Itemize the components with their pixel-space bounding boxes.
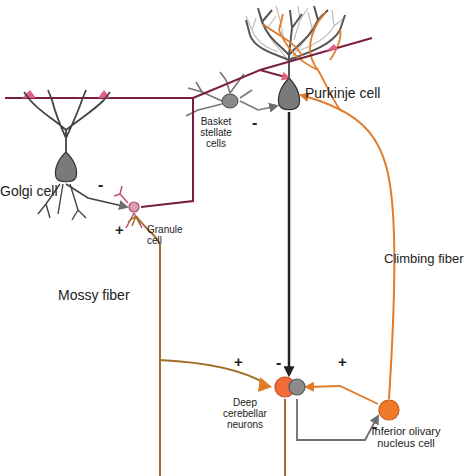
sign-inhibitory: - xyxy=(252,114,257,132)
nucleo-olivary-axon xyxy=(297,399,378,440)
fiber-name: Climbing fiber xyxy=(384,252,463,266)
cell-body xyxy=(222,94,238,108)
inferior-olive-cell: Inferior olivary nucleus cell xyxy=(378,399,400,421)
cell-label: Basket stellate cells xyxy=(192,116,240,149)
purkinje-cell: Purkinje cell xyxy=(277,78,301,112)
mossy-fiber-synapse xyxy=(258,377,272,392)
golgi-cell: Golgi cell xyxy=(54,152,78,184)
cell-label: Purkinje cell xyxy=(305,86,380,101)
cell-body xyxy=(55,152,76,182)
node-outline xyxy=(54,152,78,184)
node-outline xyxy=(378,399,400,421)
node-outline xyxy=(277,78,301,112)
golgi-axon xyxy=(66,184,127,207)
fiber-name: Mossy fiber xyxy=(58,288,130,303)
sign-excitatory: + xyxy=(234,354,243,371)
golgi-dendrites xyxy=(24,90,110,152)
cell-body xyxy=(379,400,399,420)
parallel-fiber-synapse xyxy=(326,44,338,51)
cell-label: Inferior olivary nucleus cell xyxy=(356,425,456,449)
sign-excitatory: + xyxy=(115,222,124,239)
granule-cell: Granule cell xyxy=(127,200,141,214)
node-outline xyxy=(272,375,306,399)
basket-stellate-cell: Basket stellate cells xyxy=(220,92,240,110)
climbing-fiber xyxy=(301,95,394,399)
cell-body xyxy=(289,379,305,395)
sign-excitatory: + xyxy=(338,354,347,371)
parallel-fiber-synapse xyxy=(22,90,36,98)
basket-dendrites xyxy=(186,72,252,116)
dcn-axon xyxy=(284,399,286,476)
cell-label: Deep cerebellar neurons xyxy=(214,397,276,430)
mossy-fiber-rosette xyxy=(128,216,140,226)
parallel-fiber-axon xyxy=(141,70,289,207)
climbing-fiber-collateral xyxy=(306,386,378,404)
cell-body xyxy=(129,202,139,212)
sign-inhibitory: - xyxy=(372,418,377,436)
cell-label: Granule cell xyxy=(147,224,187,246)
deep-cerebellar-neuron: Deep cerebellar neurons xyxy=(272,375,306,399)
cell-label: Golgi cell xyxy=(0,184,58,199)
node-outline xyxy=(127,200,141,214)
purkinje-axon xyxy=(288,112,291,375)
node-outline xyxy=(220,92,240,110)
mossy-fiber xyxy=(136,216,266,476)
sign-inhibitory: - xyxy=(98,176,103,194)
sign-inhibitory: - xyxy=(276,354,281,372)
basket-axon xyxy=(240,101,277,110)
cell-body xyxy=(278,78,299,110)
